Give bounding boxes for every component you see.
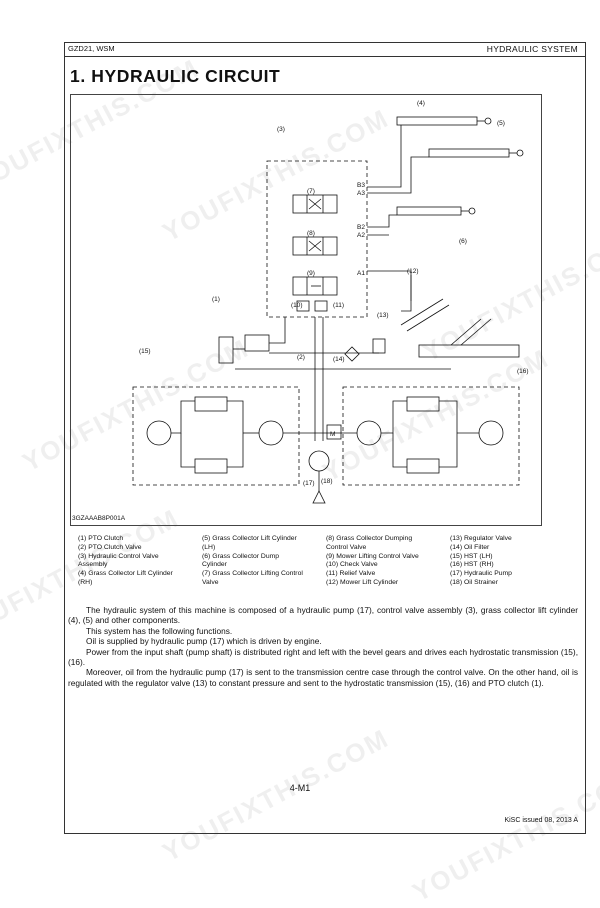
- figure-code: 3GZAAAB8P001A: [72, 515, 126, 522]
- legend-item: (1) PTO Clutch: [78, 535, 124, 542]
- page-frame: [64, 42, 586, 834]
- port-label: B2: [357, 224, 365, 231]
- valve-8: [292, 236, 338, 256]
- relief-valve: [314, 300, 328, 312]
- legend-column-2: (5) Grass Collector Lift Cylinder (LH) (…: [202, 535, 303, 588]
- callout: (3): [277, 126, 285, 133]
- legend-item: (14) Oil Filter: [450, 543, 490, 551]
- legend-item: (18) Oil Strainer: [450, 578, 498, 586]
- cylinder-5: [428, 148, 524, 158]
- paragraph: This system has the following functions.: [86, 625, 233, 636]
- callout: (1): [212, 296, 220, 303]
- legend-item: (LH): [202, 543, 216, 551]
- header-rule: [64, 56, 586, 57]
- callout: (10): [291, 302, 303, 309]
- legend-column-4: (13) Regulator Valve (14) Oil Filter (15…: [450, 535, 512, 588]
- legend-item: (12) Mower Lift Cylinder: [326, 578, 399, 586]
- legend-item: (8) Grass Collector Dumping: [326, 535, 413, 542]
- legend-item: (3) Hydraulic Control Valve: [78, 552, 159, 560]
- oil-strainer: [312, 490, 326, 504]
- callout: (18): [321, 478, 333, 485]
- callout: (8): [307, 230, 315, 237]
- paragraph: The hydraulic system of this machine is …: [68, 605, 578, 626]
- callout: (6): [459, 238, 467, 245]
- paragraph: Oil is supplied by hydraulic pump (17) w…: [86, 636, 322, 647]
- callout: (2): [297, 354, 305, 361]
- paragraph: Power from the input shaft (pump shaft) …: [68, 646, 578, 668]
- pto-clutch: [218, 336, 234, 364]
- cylinder-6: [396, 206, 476, 216]
- legend-item: Control Valve: [326, 543, 367, 551]
- header-section: HYDRAULIC SYSTEM: [486, 44, 578, 54]
- port-label: A2: [357, 232, 365, 239]
- control-valve-assembly: [266, 160, 368, 318]
- legend-item: (16) HST (RH): [450, 561, 494, 569]
- legend-item: Valve: [202, 578, 219, 586]
- legend-item: (9) Mower Lifting Control Valve: [326, 552, 419, 560]
- callout: (11): [333, 302, 344, 309]
- valve-9: [292, 276, 338, 296]
- legend-item: (5) Grass Collector Lift Cylinder: [202, 535, 297, 542]
- hydraulic-circuit-diagram: M B3 A3 B2 A2 A1 (1) (2) (3) (4) (5) (6)…: [70, 94, 542, 526]
- callout: (9): [307, 270, 315, 277]
- oil-filter: [344, 346, 360, 362]
- hst-lh: [132, 386, 300, 486]
- issue-info: KiSC issued 08, 2013 A: [504, 817, 578, 824]
- valve-7: [292, 194, 338, 214]
- motor-label: M: [330, 431, 335, 438]
- legend-column-3: (8) Grass Collector Dumping Control Valv…: [326, 535, 419, 588]
- callout: (4): [417, 100, 425, 107]
- legend-item: (2) PTO Clutch Valve: [78, 543, 142, 551]
- paragraph: Moreover, oil from the hydraulic pump (1…: [68, 667, 578, 688]
- callout: (16): [517, 368, 529, 375]
- callout: (13): [377, 312, 389, 319]
- port-label: B3: [357, 182, 365, 189]
- legend-item: Assembly: [78, 561, 108, 569]
- port-label: A1: [357, 270, 365, 277]
- page-number: 4-M1: [289, 783, 311, 793]
- port-label: A3: [357, 190, 365, 197]
- legend-column-1: (1) PTO Clutch (2) PTO Clutch Valve (3) …: [78, 535, 173, 588]
- page-title: 1. HYDRAULIC CIRCUIT: [70, 66, 281, 86]
- legend-item: (6) Grass Collector Dump: [202, 552, 280, 560]
- legend-item: (13) Regulator Valve: [450, 535, 512, 542]
- callout: (5): [497, 120, 505, 127]
- regulator-valve: [372, 338, 386, 354]
- callout: (7): [307, 188, 315, 195]
- legend-item: (11) Relief Valve: [326, 570, 376, 578]
- legend-item: (7) Grass Collector Lifting Control: [202, 570, 303, 578]
- check-valve: [296, 300, 310, 312]
- engine-motor: [326, 424, 342, 440]
- cylinder-4: [396, 116, 492, 126]
- header-model: GZD21, WSM: [68, 44, 115, 53]
- legend-item: (17) Hydraulic Pump: [450, 570, 512, 578]
- legend-item: (4) Grass Collector Lift Cylinder: [78, 570, 173, 578]
- callout: (17): [303, 480, 315, 487]
- legend-item: (10) Check Valve: [326, 561, 378, 569]
- legend-item: (15) HST (LH): [450, 552, 493, 560]
- body-text: The hydraulic system of this machine is …: [68, 605, 578, 688]
- hydraulic-pump: [308, 450, 330, 472]
- callout: (12): [407, 268, 419, 275]
- hst-rh: [342, 386, 520, 486]
- callout: (15): [139, 348, 151, 355]
- mower-lift-cylinder: [400, 275, 520, 358]
- legend-item: (RH): [78, 578, 93, 586]
- callout: (14): [333, 356, 345, 363]
- pto-clutch-valve: [244, 334, 270, 352]
- legend-item: Cylinder: [202, 561, 227, 569]
